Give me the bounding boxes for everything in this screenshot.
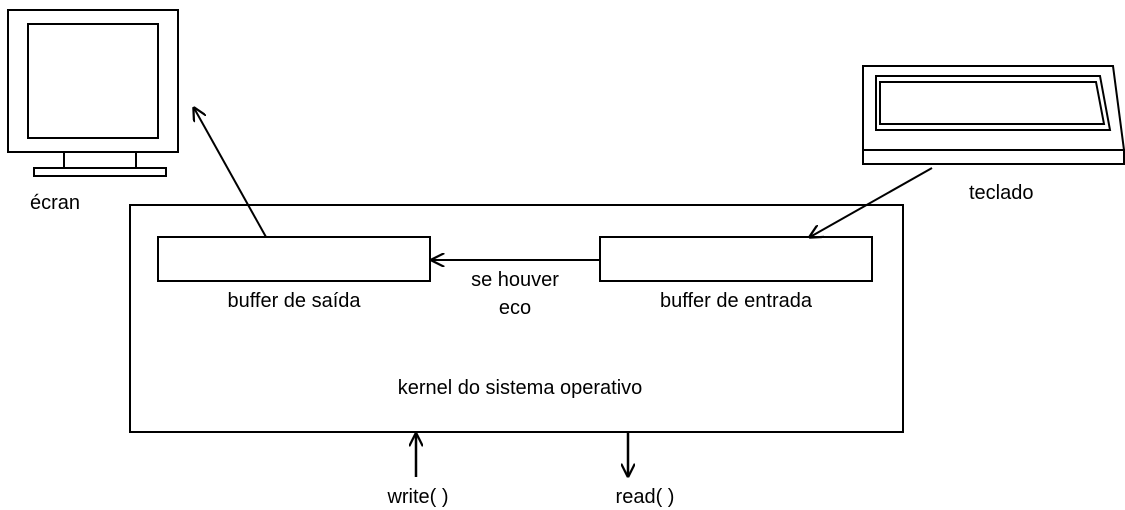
input-buffer-label: buffer de entrada xyxy=(660,290,813,312)
monitor-icon xyxy=(7,9,179,177)
write-call-label: write( ) xyxy=(386,486,448,508)
echo-label-line2: eco xyxy=(499,297,531,319)
output-buffer-box xyxy=(157,236,431,282)
echo-label-line1: se houver xyxy=(471,269,559,291)
output-to-screen-arrow xyxy=(194,108,267,238)
input-buffer-box xyxy=(599,236,873,282)
kernel-label: kernel do sistema operativo xyxy=(398,377,643,399)
keyboard-label: teclado xyxy=(969,182,1034,204)
screen-label: écran xyxy=(30,192,80,214)
keyboard-icon xyxy=(862,65,1125,165)
output-buffer-label: buffer de saída xyxy=(227,290,361,312)
keyboard-to-input-arrow xyxy=(810,167,933,237)
read-call-label: read( ) xyxy=(616,486,675,508)
kernel-box xyxy=(129,204,904,433)
